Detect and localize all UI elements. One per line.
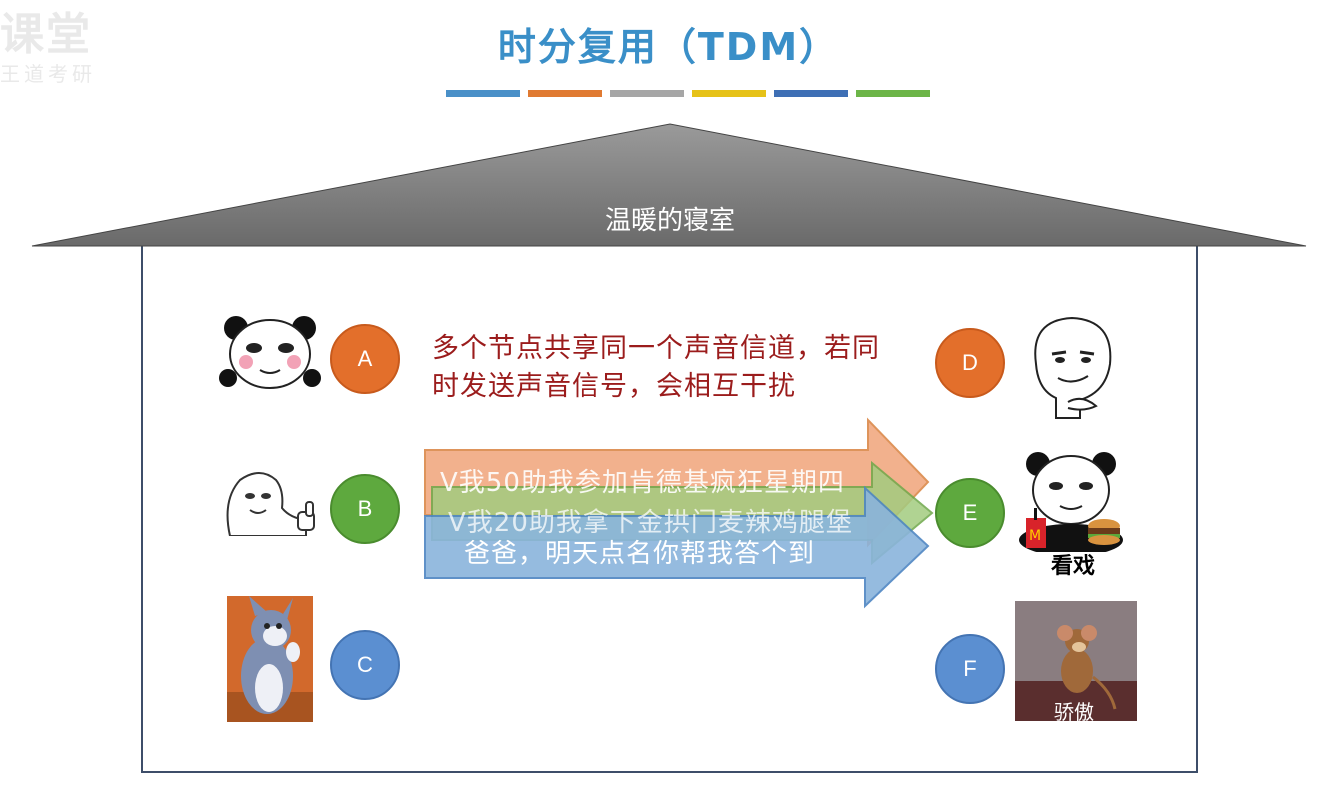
caption-proud: 骄傲 [1054, 700, 1094, 724]
color-bar-segment [856, 90, 930, 97]
color-bar-segment [774, 90, 848, 97]
blushing-panda-emoji [219, 316, 321, 389]
color-bar-segment [528, 90, 602, 97]
tom-cat-image [227, 596, 313, 722]
panda-eating-emoji: M [1019, 452, 1123, 552]
message-1: V我50助我参加肯德基疯狂星期四 [440, 468, 845, 498]
signal-arrows [424, 417, 934, 609]
node-c: C [330, 630, 400, 700]
color-bar-segment [610, 90, 684, 97]
house-roof [31, 123, 1307, 247]
thumbs-up-meme-emoji [226, 472, 315, 536]
description-text: 多个节点共享同一个声音信道，若同时发送声音信号，会相互干扰 [432, 333, 880, 402]
jerry-mouse-image [1015, 601, 1137, 721]
watermark-logo: 课堂 [0, 9, 92, 60]
roof-label: 温暖的寝室 [604, 206, 735, 236]
color-bar-segment [446, 90, 520, 97]
svg-text:M: M [1029, 528, 1041, 544]
watermark-subtitle: 王道考研 [0, 62, 96, 86]
slide-title: 时分复用（TDM） [497, 25, 840, 69]
node-d: D [935, 328, 1005, 398]
message-3: 爸爸，明天点名你帮我答个到 [464, 539, 816, 569]
node-a: A [330, 324, 400, 394]
node-e: E [935, 478, 1005, 548]
smug-face-emoji [1034, 316, 1112, 419]
color-bar [446, 90, 930, 97]
arrow-message-3 [424, 485, 930, 609]
node-b: B [330, 474, 400, 544]
node-f: F [935, 634, 1005, 704]
message-2: V我20助我拿下金拱门麦辣鸡腿堡 [448, 508, 853, 538]
caption-watching: 看戏 [1051, 554, 1096, 579]
watermark: 课堂 王道考研 [0, 8, 96, 86]
color-bar-segment [692, 90, 766, 97]
